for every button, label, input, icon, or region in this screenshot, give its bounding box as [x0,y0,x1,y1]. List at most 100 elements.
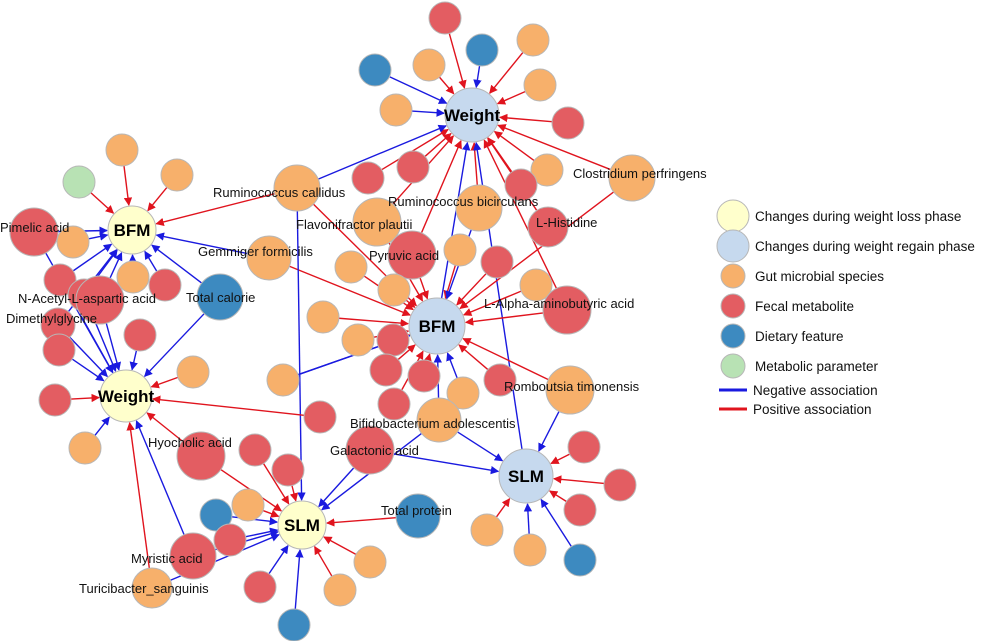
node-label-total-protein: Total protein [381,503,452,518]
legend-label-loss_phase: Changes during weight loss phase [755,209,961,224]
positive-edge-b4-bfm_regain [456,273,487,306]
microbe-node-b6 [306,300,340,334]
legend-label-microbe: Gut microbial species [755,269,884,284]
legend-label-negative: Negative association [753,383,878,398]
metabolite-node-sl2 [271,453,305,487]
legend-label-positive: Positive association [753,402,872,417]
positive-edge-b3-bfm_regain [405,299,416,308]
negative-edge-s5-slm_regain [523,503,533,535]
positive-edge-f1-bfm_loss [123,165,133,207]
positive-edge-s1-slm_regain [550,453,571,465]
metabolite-node-w1 [428,1,462,35]
positive-edge-sl1-slm_loss [262,463,290,505]
positive-edge-lalpha-bfm_regain [464,312,544,326]
negative-edge-calorie-weight_loss [144,313,205,378]
positive-edge-wl2-weight_loss [150,376,179,389]
negative-edge-wl3-weight_loss [94,416,110,436]
legend-swatch-regain_phase [716,229,750,263]
positive-edge-clostr-weight_regain [497,124,611,171]
hub-label-bfm_regain: BFM [419,317,456,336]
microbe-node-romb [545,365,595,415]
negative-edge-f6-bfm_loss [144,250,158,272]
positive-edge-w11-weight_regain [493,130,535,162]
positive-edge-sl2-slm_loss [289,485,299,502]
hub-node-slm_loss [277,500,327,550]
metabolite-node-f6 [148,268,182,302]
node-label-l-histidine: L-Histidine [536,215,597,230]
microbe-node-sl7 [323,573,357,607]
positive-edge-w6-weight_regain [496,90,526,105]
microbe-node-sl3 [231,488,265,522]
microbe-node-bifid [416,397,462,443]
positive-edge-s6-slm_regain [495,498,511,518]
metabolite-node-sl8 [243,570,277,604]
positive-edge-pyruvic-bfm_regain [419,277,429,300]
positive-edge-w8-weight_regain [499,113,553,123]
node-label-total-calorie: Total calorie [186,290,255,305]
metabolite-node-w8 [551,106,585,140]
legend-label-metabolite: Fecal metabolite [755,299,854,314]
metabolite-node-w12 [504,168,538,202]
negative-edge-f4-bfm_loss [88,232,109,241]
positive-edge-callidus-bfm_loss [155,192,275,227]
microbe-node-s6 [470,513,504,547]
positive-edge-sl6-slm_loss [323,536,357,555]
microbe-node-f3 [160,158,194,192]
dietary-node-calorie [196,273,244,321]
metabolite-node-hyocholic [176,431,226,481]
dietary-node-protein [395,493,441,539]
microbe-node-clostr [608,154,656,202]
negative-edge-calorie-bfm_loss [151,244,203,284]
microbe-node-b2 [334,250,368,284]
negative-edge-w5-weight_regain [389,76,448,104]
microbe-node-flavon [352,197,402,247]
negative-edge-bifid-slm_regain [457,431,504,462]
dietary-node-w5 [358,53,392,87]
positive-edge-b10-bfm_regain [397,344,416,361]
negative-edge-nacetyl-bfm_loss [109,251,123,279]
negative-edge-f9-weight_loss [129,350,138,371]
legend-label-regain_phase: Changes during weight regain phase [755,239,975,254]
metabolite-node-b10 [369,353,403,387]
microbe-node-turici [131,567,173,609]
metabolite-node-b8 [376,323,410,357]
negative-edge-callidus-slm_loss [296,210,306,501]
positive-edge-b11-bfm_regain [423,353,432,363]
negative-edge-bfm_regain-weight_regain [440,141,471,299]
negative-edge-sl9-slm_loss [294,549,304,610]
node-label-hyocholic-acid: Hyocholic acid [148,435,232,450]
positive-edge-sl7-slm_loss [314,545,333,577]
positive-edge-hyocholic-weight_loss [146,412,183,442]
negative-edge-callidus-weight_regain [317,124,447,180]
node-label-galactonic-acid: Galactonic acid [330,443,419,458]
microbe-node-gemmiger [246,235,292,281]
node-label-gemmiger: Gemmiger formicilis [198,244,313,259]
metabolite-node-galacto [345,425,395,475]
positive-edge-lalpha-weight_regain [483,139,558,289]
node-label-clostridium: Clostridium perfringens [573,166,707,181]
metabolite-node-lalpha [542,285,592,335]
legend-label-dietary: Dietary feature [755,329,844,344]
metabolite-node-sl1 [238,433,272,467]
legend-swatch-loss_phase [716,199,750,233]
node-label-bifidobacterium: Bifidobacterium adolescentis [350,416,516,431]
microbe-node-w6 [523,68,557,102]
metabolite-node-f9 [123,318,157,352]
hub-node-bfm_loss [107,205,157,255]
microbe-node-w11 [530,153,564,187]
legend-swatch-metabolic [720,353,746,379]
microbe-node-b1 [443,233,477,267]
metabolite-node-wl1 [38,383,72,417]
dietary-node-sl9 [277,608,311,641]
microbe-node-w3 [516,23,550,57]
node-label-pyruvic-acid: Pyruvic acid [369,248,439,263]
metabolite-node-nacetyl [75,275,125,325]
metabolite-node-histidine [527,206,569,248]
dietary-node-s4 [563,543,597,577]
positive-edge-b13-bfm_regain [458,344,489,371]
metabolic-node-f2 [62,165,96,199]
metabolite-node-b11 [407,359,441,393]
positive-edge-wl1-weight_loss [70,393,100,403]
